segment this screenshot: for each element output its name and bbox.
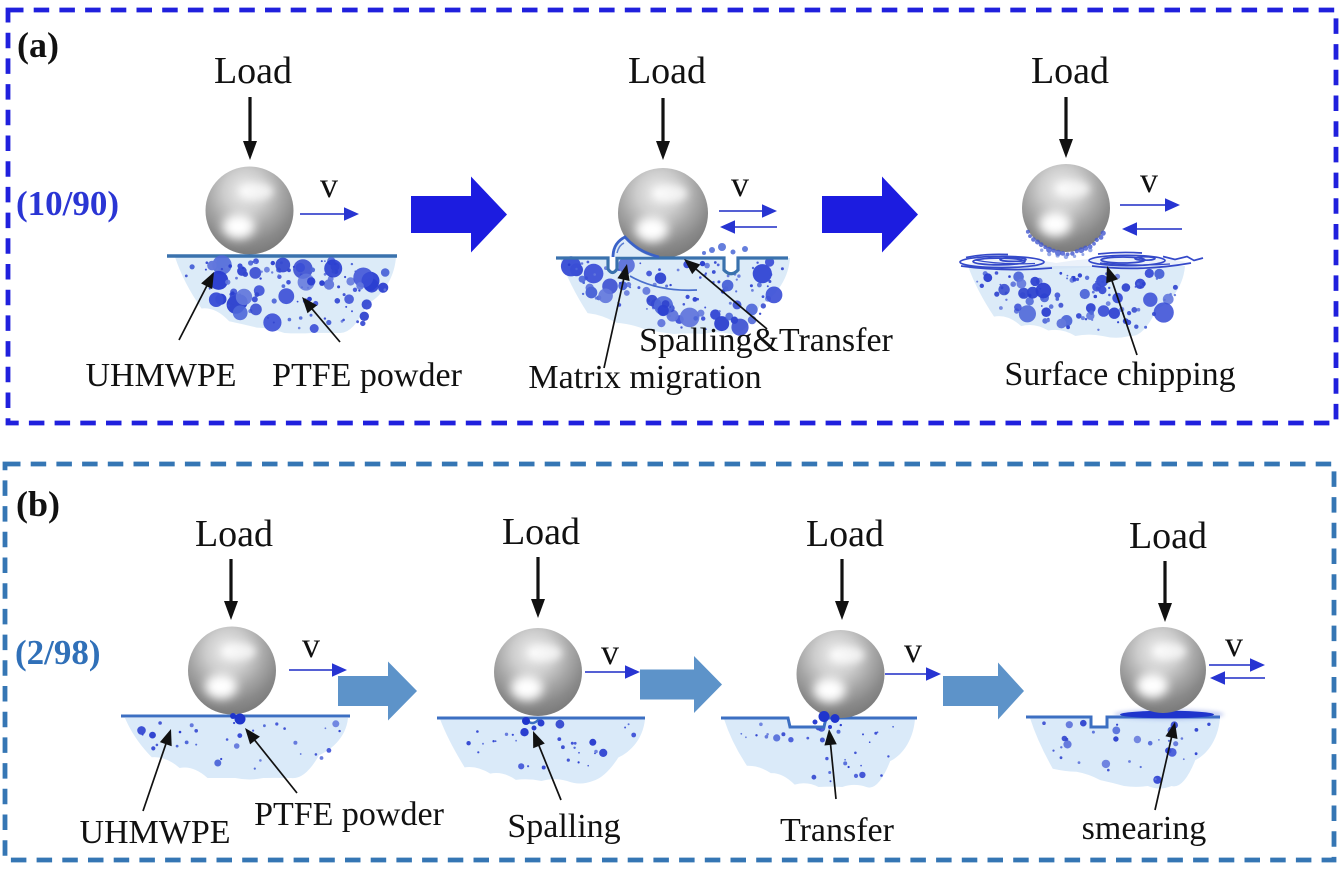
svg-text:Spalling&Transfer: Spalling&Transfer [639,322,893,359]
svg-text:UHMWPE: UHMWPE [85,357,236,394]
svg-text:v: v [904,630,922,670]
svg-text:v: v [601,632,619,672]
svg-text:Load: Load [628,50,706,92]
svg-text:UHMWPE: UHMWPE [79,814,230,851]
svg-text:v: v [320,165,338,205]
svg-text:(2/98): (2/98) [15,633,101,672]
svg-text:(a): (a) [17,25,59,65]
svg-text:smearing: smearing [1082,810,1207,847]
svg-text:v: v [1225,624,1243,664]
svg-text:Load: Load [502,511,580,553]
svg-text:Load: Load [195,513,273,555]
svg-text:(10/90): (10/90) [16,184,119,223]
svg-text:(b): (b) [16,484,60,524]
svg-text:Load: Load [1031,50,1109,92]
svg-text:Surface chipping: Surface chipping [1004,356,1235,393]
svg-text:Spalling: Spalling [507,808,620,845]
svg-text:Transfer: Transfer [780,812,895,849]
svg-text:Load: Load [1129,515,1207,557]
svg-text:PTFE powder: PTFE powder [254,796,445,833]
svg-text:Load: Load [214,50,292,92]
svg-text:Matrix migration: Matrix migration [528,359,761,396]
svg-text:v: v [302,625,320,665]
svg-text:v: v [1140,160,1158,200]
svg-text:PTFE powder: PTFE powder [272,357,463,394]
svg-text:Load: Load [806,513,884,555]
svg-text:v: v [731,164,749,204]
